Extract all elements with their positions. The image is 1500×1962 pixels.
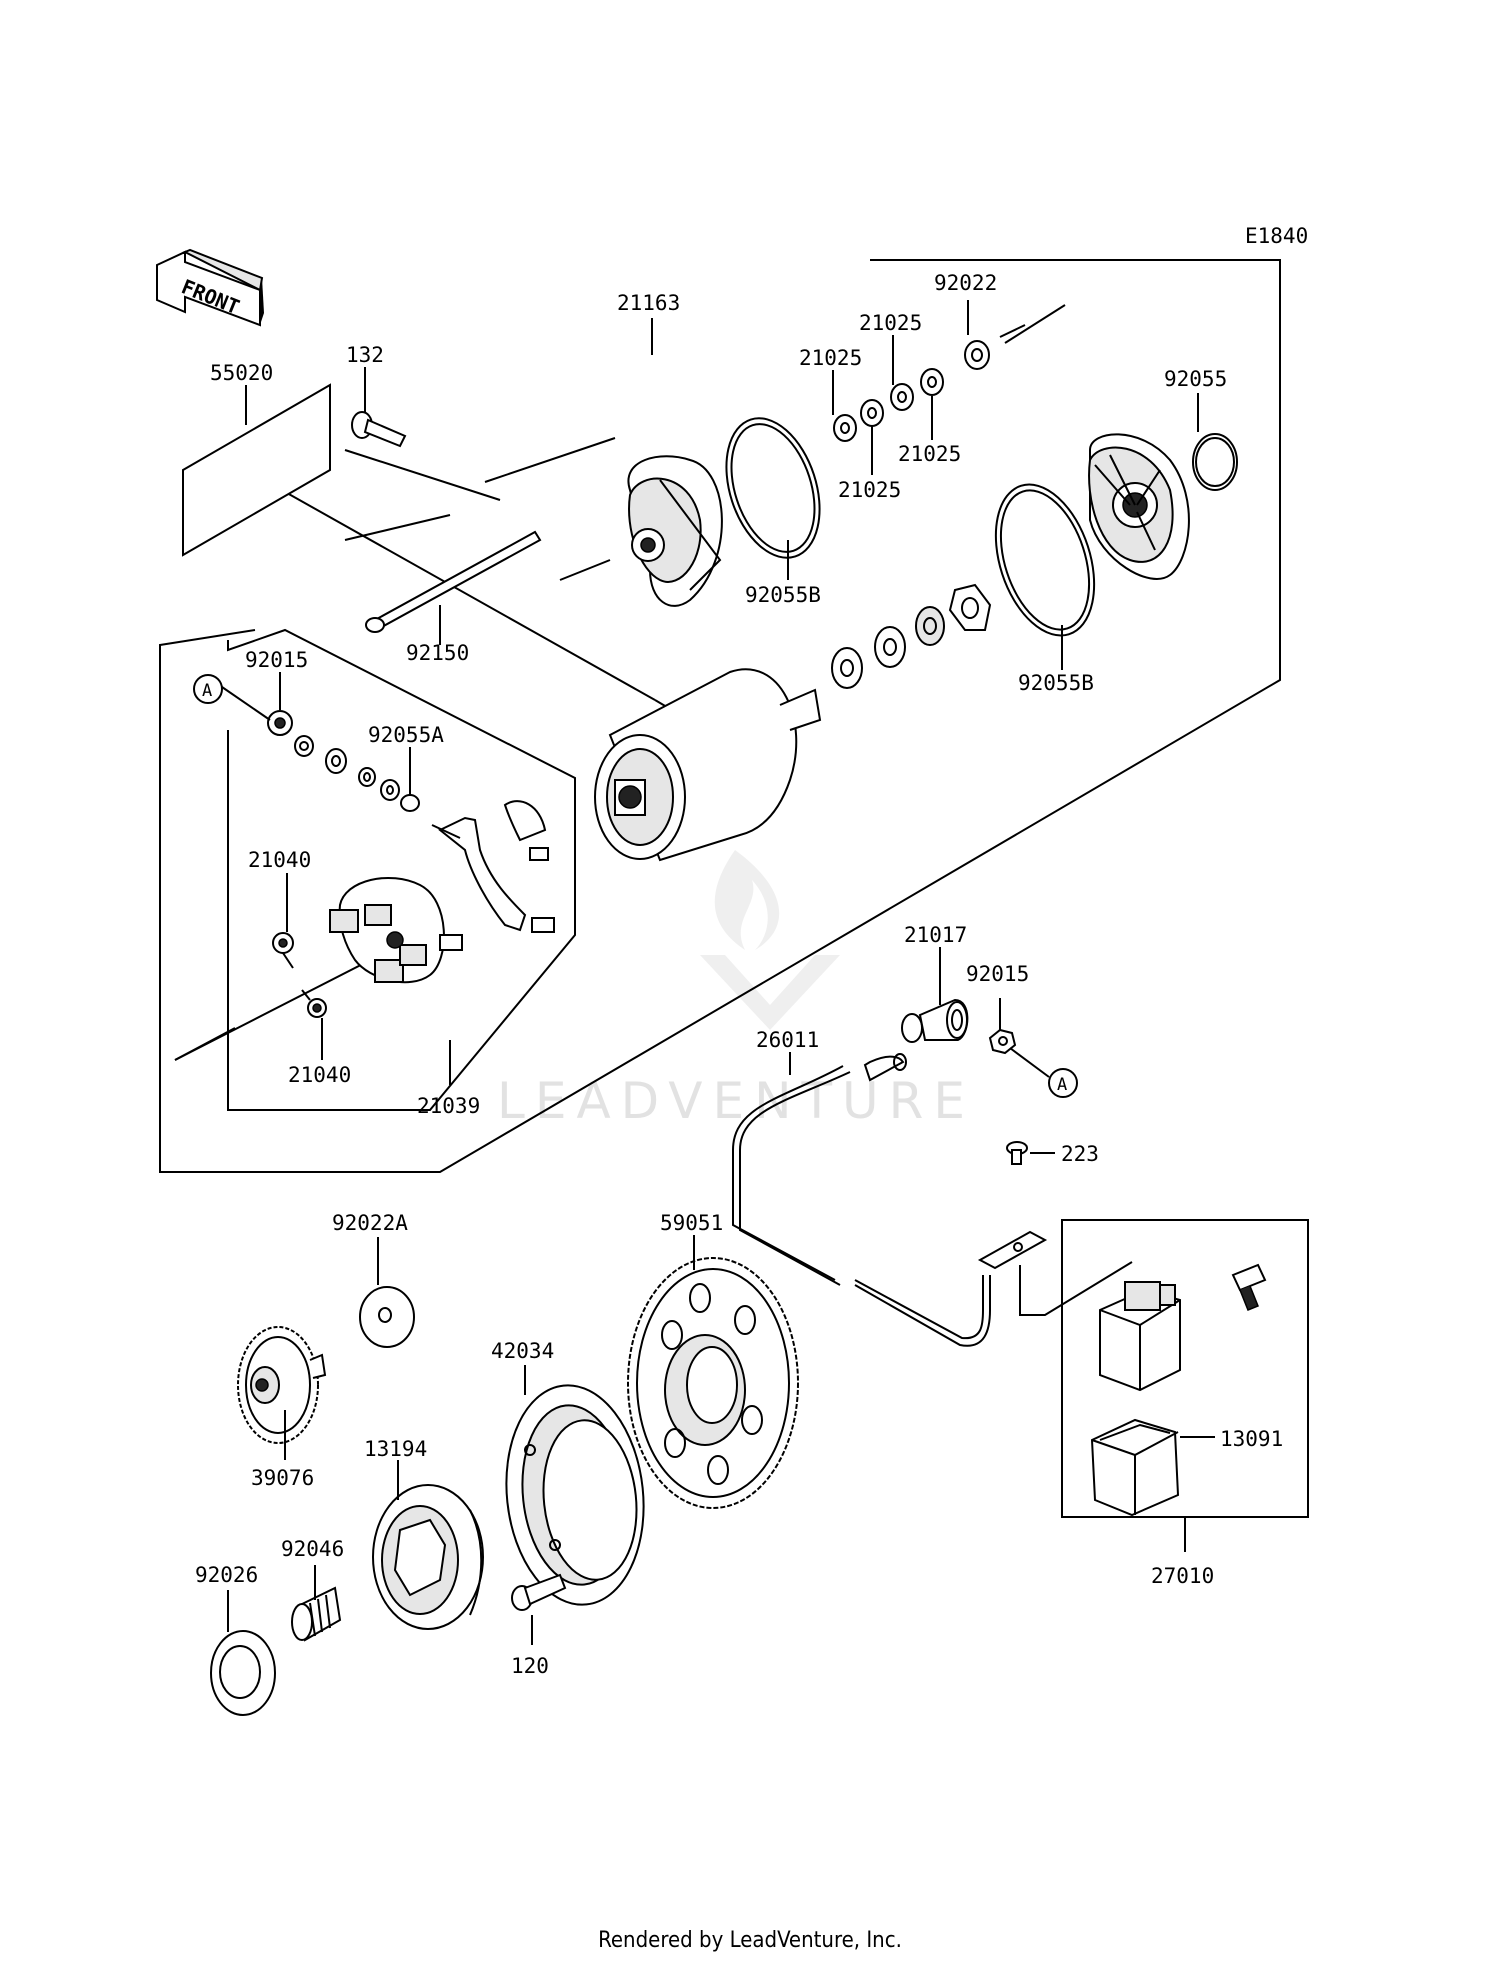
label-21025-c: 21025 (898, 442, 961, 466)
label-132: 132 (346, 343, 384, 367)
o-ring-92055b-a (725, 417, 821, 559)
screw-223 (1006, 1141, 1028, 1165)
label-92046: 92046 (281, 1537, 344, 1561)
label-92055a: 92055A (368, 723, 444, 747)
svg-text:A: A (202, 681, 212, 701)
label-21017: 21017 (904, 923, 967, 947)
label-92150: 92150 (406, 641, 469, 665)
label-92055b-a: 92055B (745, 583, 821, 607)
footer-credit: Rendered by LeadVenture, Inc. (598, 1928, 902, 1953)
label-21025-d: 21025 (838, 478, 901, 502)
diagram-code: E1840 (1245, 224, 1308, 248)
washer-stack (831, 583, 992, 689)
label-21163: 21163 (617, 291, 680, 315)
brush-holder-parts (267, 710, 555, 1018)
label-21040-a: 21040 (248, 848, 311, 872)
label-92015-a: 92015 (245, 648, 308, 672)
label-92015-b: 92015 (966, 962, 1029, 986)
bolt-132 (351, 411, 407, 448)
washer-92026 (210, 1630, 276, 1716)
label-plate-55020 (182, 383, 331, 557)
washer-92022a (359, 1286, 415, 1348)
relay-cover-13091 (1090, 1418, 1180, 1517)
label-26011: 26011 (756, 1028, 819, 1052)
o-ring-92055b-b (994, 483, 1096, 637)
label-39076: 39076 (251, 1466, 314, 1490)
o-ring-92055 (1192, 433, 1238, 491)
relay-bracket (977, 1230, 1048, 1270)
starter-yoke (594, 668, 822, 862)
coupling-42034 (505, 1384, 645, 1606)
bearing-92046 (291, 1586, 342, 1642)
label-120: 120 (511, 1654, 549, 1678)
callout-a-1: A (193, 674, 223, 704)
idle-gear-39076 (237, 1326, 327, 1444)
gear-59051 (627, 1257, 799, 1509)
label-55020: 55020 (210, 361, 273, 385)
svg-text:A: A (1057, 1075, 1067, 1095)
label-42034: 42034 (491, 1339, 554, 1363)
relay (1099, 1281, 1181, 1392)
front-arrow-icon: FRONT (156, 248, 264, 327)
label-223: 223 (1061, 1142, 1099, 1166)
front-cover (627, 455, 723, 607)
washer-92022 (964, 340, 990, 370)
fuse (1231, 1263, 1267, 1311)
label-21040-b: 21040 (288, 1063, 351, 1087)
label-92055: 92055 (1164, 367, 1227, 391)
label-59051: 59051 (660, 1211, 723, 1235)
callout-a-2: A (1048, 1068, 1078, 1098)
rear-cover (1088, 433, 1190, 580)
watermark: LEADVENTURE (497, 850, 975, 1130)
label-92055b-b: 92055B (1018, 671, 1094, 695)
label-21039: 21039 (417, 1094, 480, 1118)
bolt-120 (511, 1573, 567, 1611)
label-92022: 92022 (934, 271, 997, 295)
part-labels: 21163 92022 21025 21025 21025 21025 9205… (195, 271, 1283, 1678)
label-13091: 13091 (1220, 1427, 1283, 1451)
label-92026: 92026 (195, 1563, 258, 1587)
label-21025-b: 21025 (799, 346, 862, 370)
label-13194: 13194 (364, 1437, 427, 1461)
through-bolt-92150 (365, 530, 542, 633)
starter-assembly-box (159, 259, 1281, 1173)
cable-cap-21017 (901, 998, 969, 1043)
clutch-13194 (372, 1484, 484, 1630)
brush-holder-box (227, 628, 576, 1111)
label-27010: 27010 (1151, 1564, 1214, 1588)
label-92022a: 92022A (332, 1211, 408, 1235)
starter-cable (732, 1053, 991, 1347)
label-21025-a: 21025 (859, 311, 922, 335)
leader-lines (227, 300, 1215, 1645)
watermark-text: LEADVENTURE (497, 1072, 975, 1130)
